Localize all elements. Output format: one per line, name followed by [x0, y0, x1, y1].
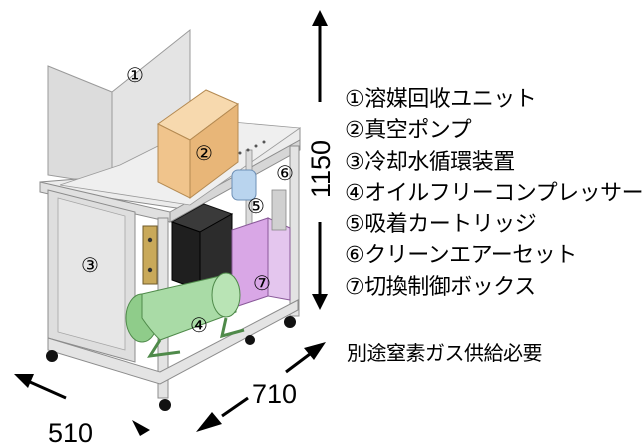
legend-item-7: ⑦切換制御ボックス [345, 274, 536, 300]
legend-item-5: ⑤吸着カートリッジ [345, 212, 537, 238]
callout-6: ⑥ [276, 161, 294, 185]
height-dimension: 1150 [306, 140, 336, 198]
depth-arrow [14, 374, 150, 436]
equipment-illustration: ① ② ③ ④ ⑤ ⑥ ⑦ 1150 710 510 [14, 10, 336, 444]
vacuum-pump-side [189, 103, 239, 199]
height-arrow [312, 10, 328, 310]
callout-7: ⑦ [253, 271, 271, 295]
legend-item-4: ④オイルフリーコンプレッサー [345, 180, 643, 206]
callout-1: ① [126, 63, 144, 87]
mount-plate [142, 225, 158, 285]
wheel-4 [245, 335, 255, 345]
equipment-cart [39, 28, 302, 411]
callout-4: ④ [190, 313, 208, 337]
legend-item-3: ③冷却水循環装置 [345, 149, 515, 175]
clean-air-set [271, 189, 287, 231]
callout-3: ③ [81, 253, 99, 277]
bottom-shelf [47, 299, 299, 385]
width-arrow [196, 342, 326, 432]
adsorption-cartridge [231, 169, 257, 201]
wheel-2 [159, 399, 171, 411]
callout-5: ⑤ [247, 194, 265, 218]
wheel-3 [284, 316, 296, 328]
depth-dimension: 510 [48, 418, 93, 444]
recovery-unit-panel-back [47, 65, 113, 186]
compressor-head-front [171, 221, 201, 291]
nitrogen-note: 別途窒素ガス供給必要 [347, 341, 543, 365]
wheel-1 [46, 350, 58, 362]
width-dimension: 710 [252, 379, 297, 409]
legend-item-2: ②真空ポンプ [345, 118, 472, 144]
cooling-unit-inner [57, 197, 126, 351]
component-legend: ①溶媒回收ユニット ②真空ポンプ ③冷却水循環装置 ④オイルフリーコンプレッサー… [345, 84, 643, 303]
callout-2: ② [195, 141, 213, 165]
legend-item-6: ⑥クリーンエアーセット [345, 243, 577, 269]
legend-item-1: ①溶媒回收ユニット [345, 87, 537, 112]
